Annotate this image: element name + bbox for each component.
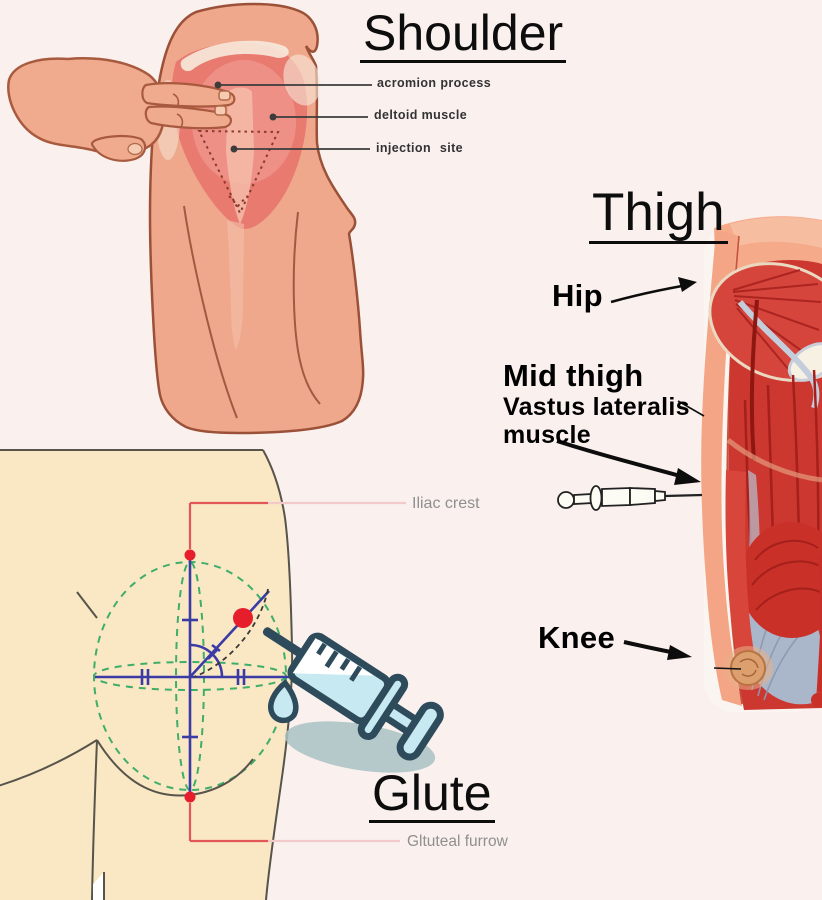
deltoid-center-strip — [226, 87, 254, 224]
injection-marker-dots — [184, 549, 253, 803]
blue-guide-lines — [95, 557, 290, 795]
deltoid-muscle-label: deltoid muscle — [374, 108, 468, 122]
thigh-illustration — [701, 216, 822, 712]
right-edge-muscle — [817, 554, 822, 692]
glute-section-title: Glute — [369, 768, 495, 823]
mid-thigh-label: Mid thigh — [503, 358, 644, 393]
thigh-skin-edge — [701, 230, 742, 706]
acromion-highlight — [180, 40, 289, 72]
belly-striations — [751, 539, 821, 611]
glute-body-panel — [0, 450, 293, 900]
knee-arrow — [623, 640, 677, 655]
shoulder-section-title: Shoulder — [360, 8, 567, 63]
injection-site-label: injection site — [376, 141, 464, 155]
leg-gap — [93, 872, 104, 900]
vastus-column — [725, 470, 754, 662]
sartorius-band — [726, 438, 822, 483]
hip-arrow — [610, 284, 683, 304]
acromion-process-label: acromion process — [377, 76, 492, 90]
vastus-leader-line — [677, 400, 705, 417]
shoulder-highlight-right — [283, 54, 321, 106]
patella-leader-line — [713, 667, 742, 670]
vastus-lateralis-label: Vastus lateralis — [503, 393, 690, 421]
muscle-label: muscle — [503, 421, 591, 449]
shoulder-leader-lines — [214, 81, 372, 153]
shoulder-illustration — [7, 2, 372, 435]
patella — [730, 650, 766, 686]
knuckle-creases — [172, 93, 184, 128]
vastus-arrow — [556, 439, 685, 479]
injection-site-triangle — [197, 129, 280, 216]
muscle-blob — [811, 693, 822, 707]
syringe-icon — [262, 627, 444, 773]
thigh-section-title: Thigh — [589, 185, 728, 245]
patella-texture — [739, 658, 759, 677]
arm-contour-lines — [183, 205, 321, 419]
middle-finger — [144, 105, 232, 130]
syringe-line-icon — [557, 485, 703, 511]
syringe-shadow — [284, 721, 436, 773]
needle — [664, 493, 703, 498]
gluteal-furrow-label: Gltuteal furrow — [407, 833, 508, 850]
annotation-arrows — [556, 277, 742, 670]
trochanter-tendon-oval — [787, 342, 822, 382]
iliac-crest-label: Iliac crest — [412, 495, 480, 512]
muscle-belly — [740, 522, 822, 638]
hip-skin-highlight — [730, 217, 822, 248]
hip-label: Hip — [552, 278, 603, 313]
knee-label: Knee — [538, 620, 616, 655]
fan-rim — [708, 262, 822, 382]
index-finger — [141, 82, 236, 108]
red-reference-lines — [188, 501, 406, 843]
dashed-fold-curve — [193, 588, 269, 678]
palpating-hand — [7, 57, 236, 162]
triceps-tendon-strip — [227, 220, 244, 350]
liquid-drop-icon — [268, 679, 299, 724]
